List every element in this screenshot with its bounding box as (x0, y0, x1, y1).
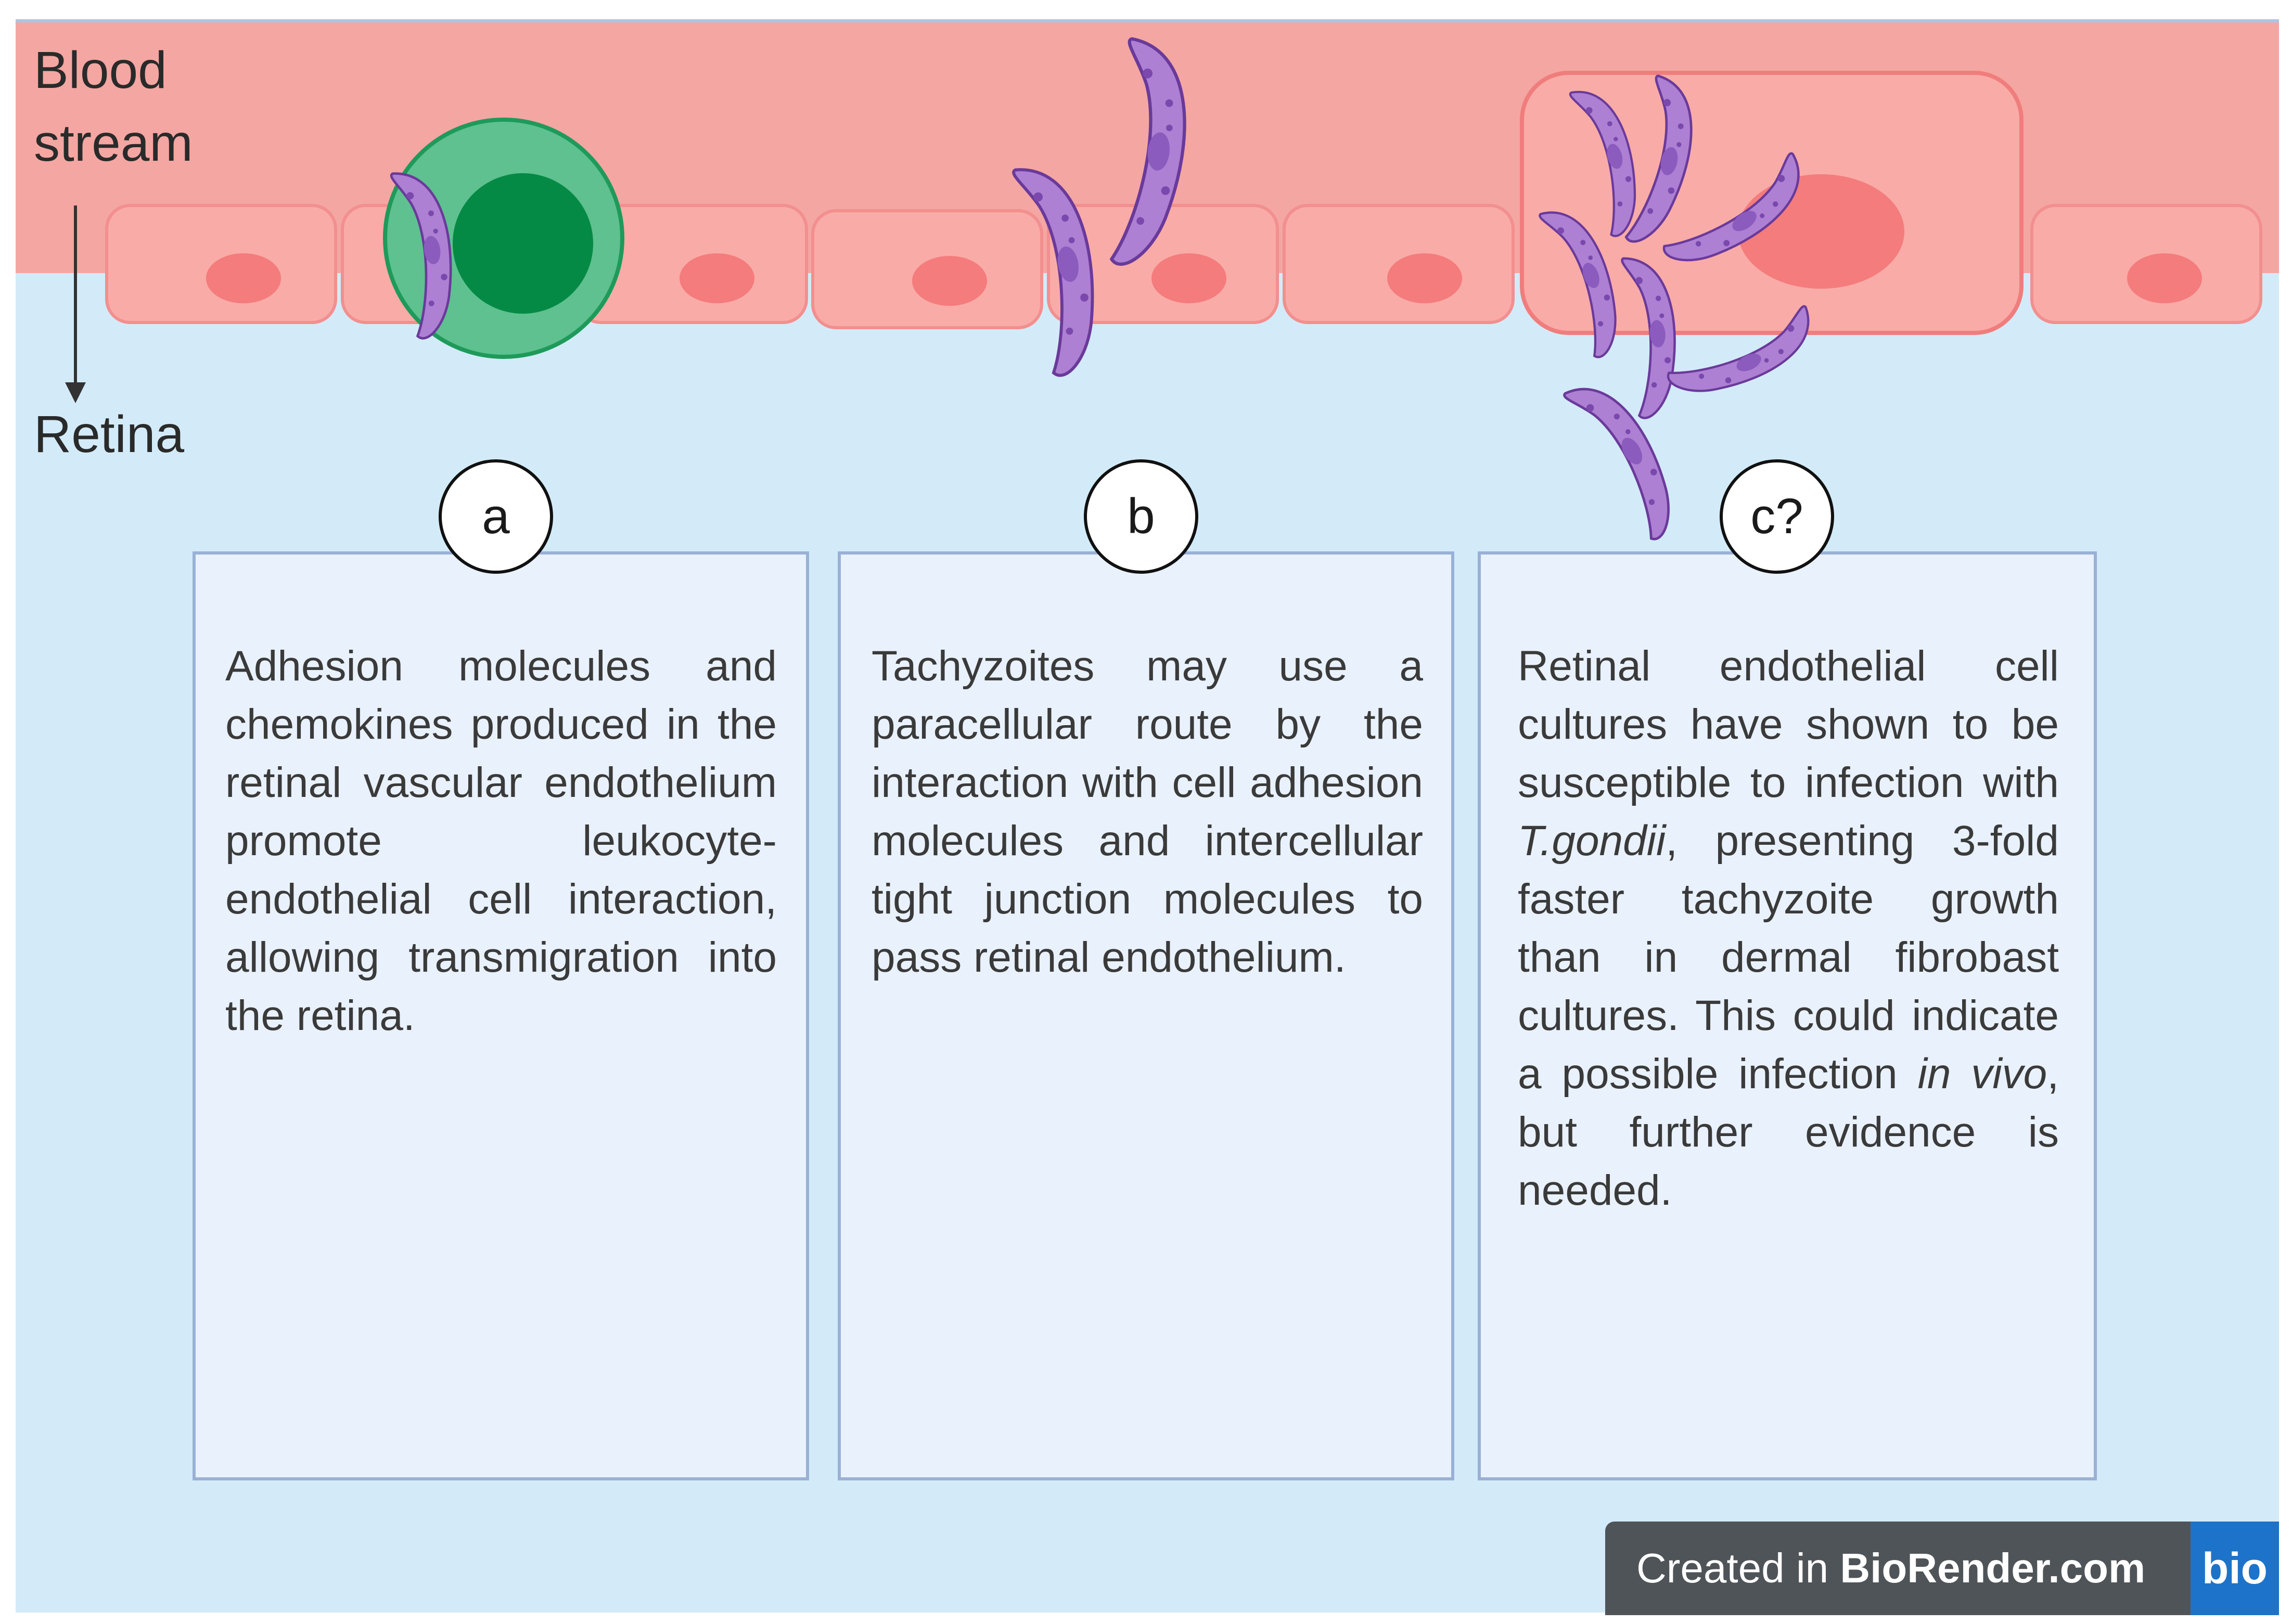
credit-brand: BioRender.com (1840, 1545, 2146, 1591)
blood-stream-label-line2: stream (34, 114, 193, 172)
marker-a: a (439, 459, 553, 574)
endothelial-cell-icon (1283, 204, 1515, 324)
blood-stream-label-line1: Blood (34, 41, 167, 99)
panel-c-species: T.gondii (1518, 817, 1666, 865)
retina-label: Retina (34, 405, 185, 463)
biorender-logo-icon[interactable]: bio (2191, 1522, 2279, 1615)
arrow-down-icon (65, 205, 86, 403)
leukocyte-icon (383, 118, 624, 359)
panel-a-box (193, 551, 809, 1480)
panel-c-text-2: , presenting 3-fold faster tachyzoite gr… (1518, 817, 2059, 1098)
endothelial-cell-icon (1047, 204, 1279, 324)
marker-b: b (1084, 459, 1198, 574)
credit-prefix: Created in (1636, 1545, 1840, 1591)
panel-c-box (1478, 551, 2097, 1480)
marker-c: c? (1720, 459, 1834, 574)
panel-b-box (838, 551, 1454, 1480)
panel-a-text: Adhesion molecules and chemokines produc… (225, 642, 777, 1039)
credit-text[interactable]: Created in BioRender.com (1636, 1532, 2145, 1605)
panel-c-text-1: Retinal endothelial cell cultures have s… (1518, 642, 2059, 806)
panel-c-text: Retinal endothelial cell cultures have s… (1518, 637, 2059, 1220)
nucleus (206, 253, 281, 303)
panel-b-text: Tachyzoites may use a paracellular route… (872, 642, 1423, 981)
panel-c-text-3: , but further evidence is needed. (1518, 1050, 2059, 1214)
credit-banner[interactable] (1605, 1522, 2279, 1615)
endothelial-cell-icon (2030, 204, 2262, 324)
endothelial-cell-icon (811, 209, 1043, 329)
panel-c-in-vivo: in vivo (1917, 1050, 2047, 1098)
